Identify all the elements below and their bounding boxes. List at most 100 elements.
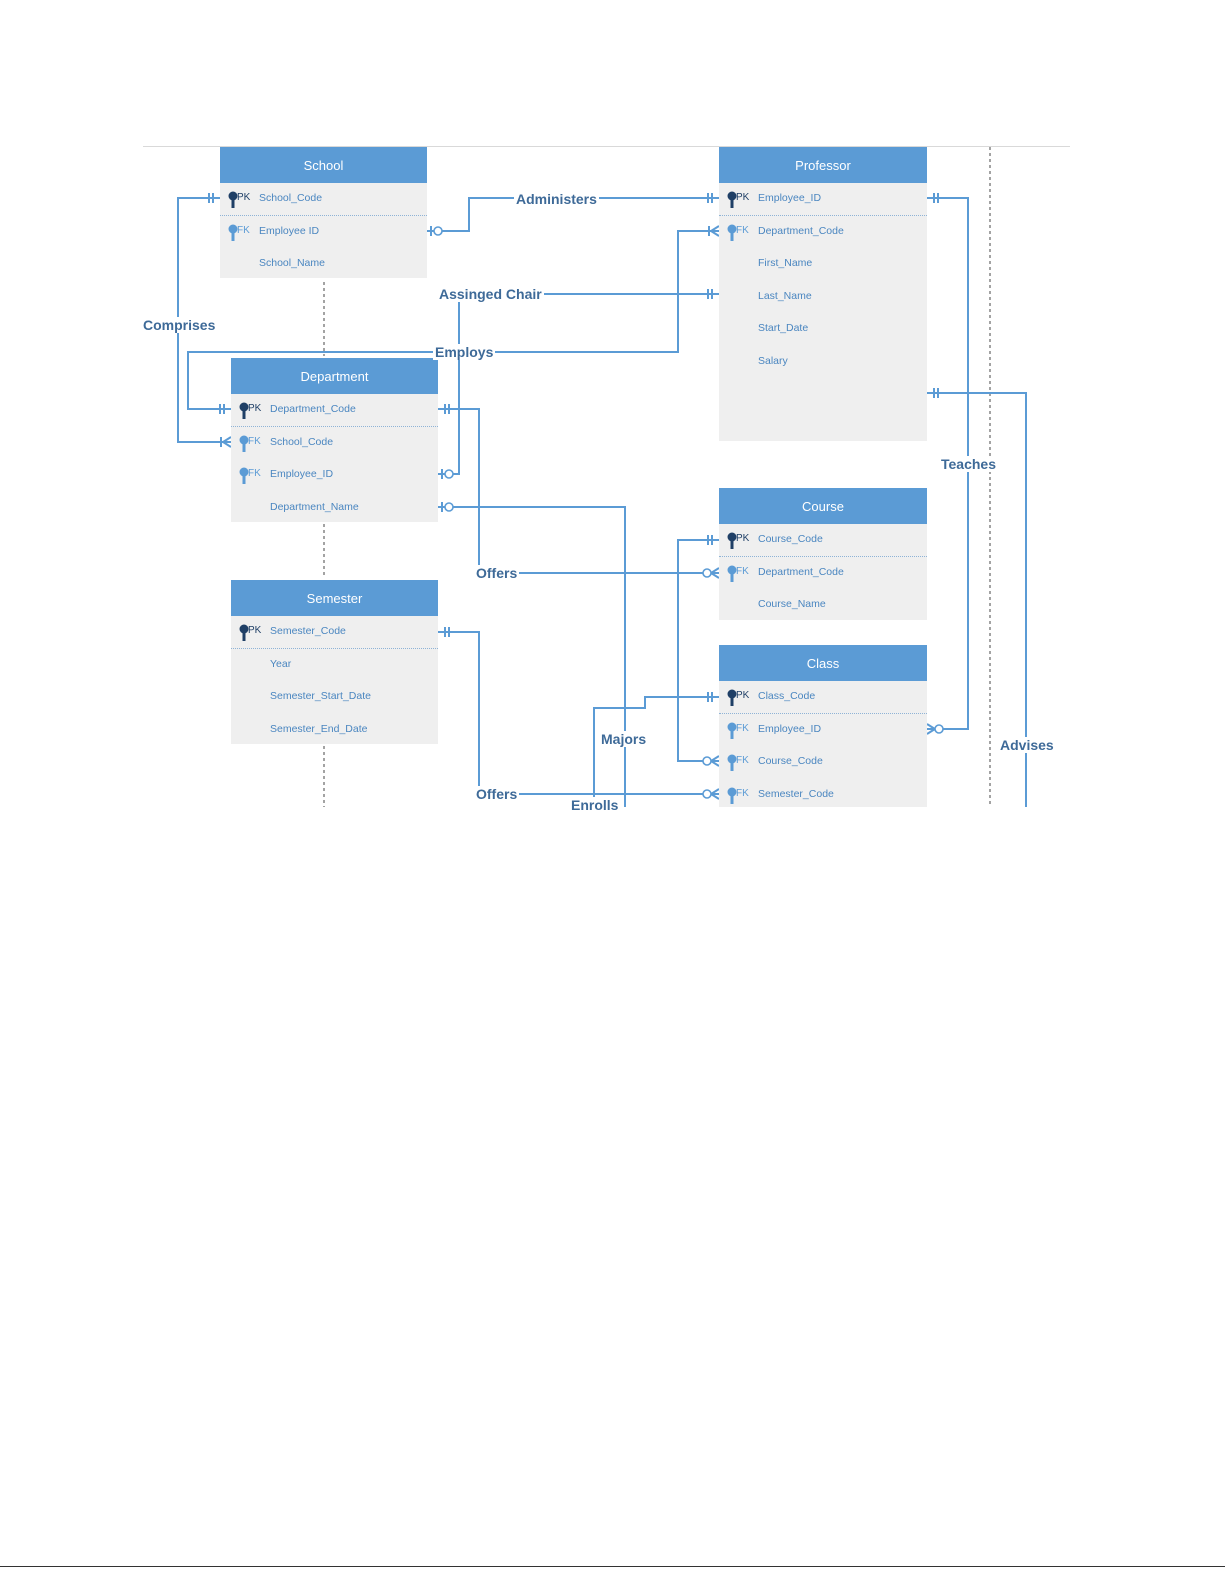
rel-label-administers: Administers: [514, 191, 599, 207]
rel-label-offers-course: Offers: [474, 565, 520, 581]
entity-school[interactable]: School PK School_Code FK Employee ID Sch…: [220, 147, 427, 278]
one-mandatory-marker: [219, 404, 225, 414]
attr-row: School_Name: [220, 248, 427, 281]
attr-row: FK Department_Code: [719, 557, 927, 590]
line-advises: [927, 392, 1027, 807]
bottom-rule: [0, 1566, 1225, 1567]
attr-row: Start_Date: [719, 313, 927, 346]
attr-row: FK Employee ID: [220, 216, 427, 249]
one-mandatory-marker: [933, 193, 939, 203]
attr-row: PK School_Code: [220, 183, 427, 216]
attr-name: Employee_ID: [758, 192, 822, 204]
attr-name: Employee ID: [259, 224, 320, 237]
zero-marker: [444, 469, 454, 479]
attr-name: Semester_Start_Date: [270, 690, 371, 702]
entity-class[interactable]: Class PK Class_Code FK Employee_ID FK Co…: [719, 645, 927, 807]
entity-professor[interactable]: Professor PK Employee_ID FK Department_C…: [719, 147, 927, 441]
fk-tag: FK: [736, 755, 749, 766]
foreign-key-icon: [727, 754, 737, 771]
attr-name: Department_Code: [758, 224, 844, 237]
one-mandatory-marker: [707, 193, 713, 203]
primary-key-icon: [727, 532, 737, 549]
attr-name: Employee_ID: [758, 722, 822, 735]
pk-tag: PK: [248, 625, 262, 636]
rel-label-enrolls: Enrolls: [569, 797, 621, 813]
attr-name: Department_Code: [270, 403, 356, 415]
zero-marker: [934, 724, 944, 734]
attr-row: PK Semester_Code: [231, 616, 438, 649]
primary-key-icon: [228, 191, 238, 208]
entity-department[interactable]: Department PK Department_Code FK School_…: [231, 358, 438, 522]
top-rule: [143, 146, 1070, 147]
zero-marker: [444, 502, 454, 512]
rel-label-advises: Advises: [998, 737, 1056, 753]
one-many-marker: [708, 225, 720, 237]
fk-tag: FK: [736, 565, 749, 577]
pk-tag: PK: [736, 192, 750, 203]
fk-tag: FK: [248, 435, 261, 447]
entity-course[interactable]: Course PK Course_Code FK Department_Code…: [719, 488, 927, 620]
attr-name: Department_Code: [758, 565, 844, 578]
attr-name: Last_Name: [758, 289, 812, 302]
one-mandatory-marker: [707, 692, 713, 702]
zero-marker: [702, 756, 712, 766]
primary-key-icon: [239, 624, 249, 641]
attr-name: Department_Name: [270, 500, 359, 513]
attr-name: School_Code: [259, 192, 323, 204]
entity-header-department: Department: [231, 358, 438, 394]
one-mandatory-marker: [933, 388, 939, 398]
foreign-key-icon: [228, 224, 238, 241]
attr-name: School_Code: [270, 435, 334, 448]
rel-label-teaches: Teaches: [939, 456, 998, 472]
line-assinged-chair: [438, 293, 719, 475]
zero-marker: [702, 568, 712, 578]
attr-name: First_Name: [758, 257, 813, 269]
attr-name: Semester_End_Date: [270, 722, 368, 735]
one-mandatory-marker: [208, 193, 214, 203]
attr-row: Salary: [719, 346, 927, 379]
one-mandatory-marker: [444, 404, 450, 414]
attr-name: Semester_Code: [270, 625, 346, 637]
one-mandatory-marker: [707, 289, 713, 299]
one-mandatory-marker: [707, 535, 713, 545]
zero-marker: [433, 226, 443, 236]
pk-tag: PK: [248, 403, 262, 414]
pk-tag: PK: [237, 192, 251, 203]
attr-row: Semester_End_Date: [231, 714, 438, 747]
foreign-key-icon: [727, 224, 737, 241]
fk-tag: FK: [248, 468, 261, 479]
attr-row: PK Department_Code: [231, 394, 438, 427]
attr-row: FK Department_Code: [719, 216, 927, 249]
one-many-marker: [220, 436, 232, 448]
fk-tag: FK: [237, 224, 250, 236]
line-majors: [438, 506, 626, 807]
foreign-key-icon: [727, 787, 737, 804]
attr-name: Course_Name: [758, 598, 826, 610]
attr-row: PK Class_Code: [719, 681, 927, 714]
foreign-key-icon: [727, 565, 737, 582]
pk-tag: PK: [736, 533, 750, 544]
fk-tag: FK: [736, 224, 749, 236]
attr-name: Start_Date: [758, 322, 809, 334]
line-enrolls: [593, 696, 719, 807]
attr-row: Year: [231, 649, 438, 682]
one-mandatory-marker: [444, 627, 450, 637]
attr-name: Course_Code: [758, 533, 823, 545]
rel-label-employs: Employs: [433, 344, 496, 360]
attr-row: FK Semester_Code: [719, 779, 927, 812]
entity-semester[interactable]: Semester PK Semester_Code Year Semester_…: [231, 580, 438, 744]
line-offers-class: [438, 631, 719, 795]
fk-tag: FK: [736, 722, 749, 734]
attr-row: PK Course_Code: [719, 524, 927, 557]
entity-header-course: Course: [719, 488, 927, 524]
zero-marker: [702, 789, 712, 799]
attr-row: Department_Name: [231, 492, 438, 525]
attr-row: Semester_Start_Date: [231, 681, 438, 714]
primary-key-icon: [727, 689, 737, 706]
pk-tag: PK: [736, 690, 750, 701]
attr-name: School_Name: [259, 257, 325, 269]
attr-name: Year: [270, 657, 292, 670]
entity-header-class: Class: [719, 645, 927, 681]
entity-header-school: School: [220, 147, 427, 183]
